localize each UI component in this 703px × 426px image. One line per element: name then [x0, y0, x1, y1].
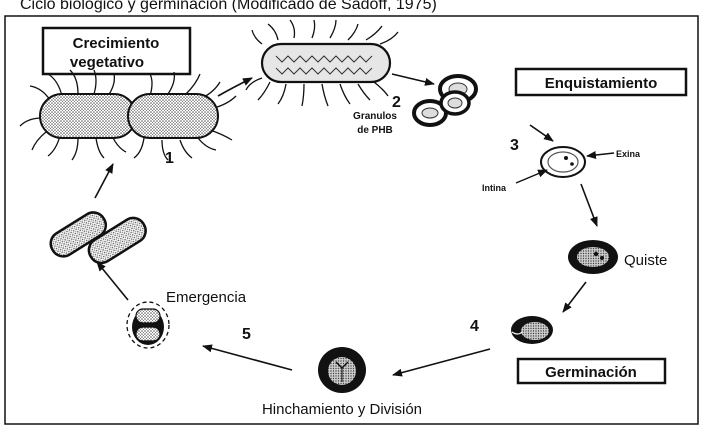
intina-pointer	[516, 170, 547, 183]
arrow-to-quiste	[581, 184, 597, 226]
phb-bacterium-body	[262, 44, 390, 82]
developing-cyst	[541, 147, 585, 177]
exina-pointer	[587, 153, 614, 156]
step-5-label: 5	[242, 326, 251, 343]
intina-label: Intina	[482, 183, 507, 193]
crecimiento-label-line1: Crecimiento	[73, 35, 160, 52]
germinacion-box: Germinación	[518, 359, 665, 383]
arrow-3-to-cyst	[530, 125, 553, 141]
granulos-label-line2: de PHB	[357, 125, 393, 136]
enquistamiento-label: Enquistamiento	[545, 75, 658, 92]
arrow-to-germination	[563, 282, 586, 312]
germinating-cyst	[511, 316, 553, 344]
germinacion-label: Germinación	[545, 364, 637, 381]
bacterium-left	[40, 94, 136, 138]
emerging-cell	[127, 302, 169, 348]
arrow-1-to-2	[218, 78, 252, 96]
arrow-to-hinchamiento	[393, 349, 490, 375]
arrow-2-to-cysts	[392, 74, 434, 84]
arrow-to-emergencia	[203, 346, 292, 370]
released-cells	[46, 208, 150, 268]
swollen-cell	[318, 347, 366, 393]
crecimiento-label-line2: vegetativo	[70, 54, 144, 71]
top-caption-partial: Ciclo biologico y germinación (Modificad…	[20, 0, 437, 13]
step-2-label: 2	[392, 94, 401, 111]
step-1-label: 1	[165, 150, 174, 167]
arrow-to-released-cells	[97, 262, 128, 300]
bacterium-right	[128, 94, 218, 138]
emergencia-label: Emergencia	[166, 289, 247, 306]
quiste-label: Quiste	[624, 252, 667, 269]
exina-label: Exina	[616, 149, 641, 159]
enquistamiento-box: Enquistamiento	[516, 69, 686, 95]
mature-cyst	[568, 240, 618, 274]
granulos-label-line1: Granulos	[353, 111, 397, 122]
early-cysts	[414, 76, 476, 125]
step-3-label: 3	[510, 137, 519, 154]
step-4-label: 4	[470, 318, 479, 335]
crecimiento-vegetativo-box: Crecimiento vegetativo	[43, 28, 190, 74]
arrow-to-vegetative	[95, 164, 113, 198]
hinchamiento-label: Hinchamiento y División	[262, 401, 422, 418]
